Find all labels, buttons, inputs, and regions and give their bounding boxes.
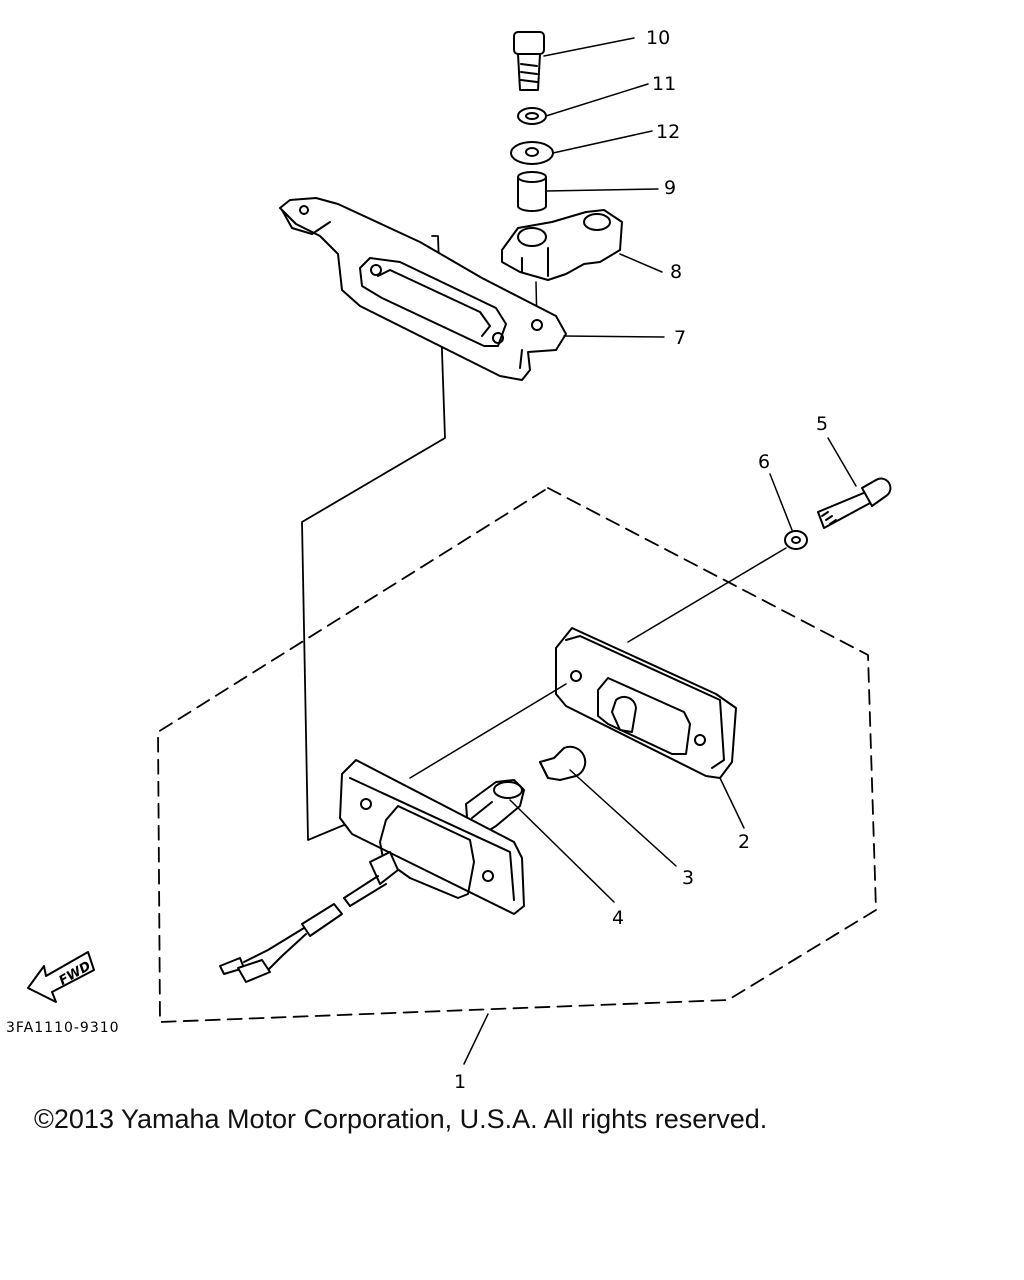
assembly-outline <box>157 487 877 1023</box>
callout-12: 12 <box>656 121 680 143</box>
plain-washer-part-12 <box>510 141 554 165</box>
callout-4: 4 <box>612 907 624 929</box>
lens-part-2 <box>555 627 737 779</box>
callout-6: 6 <box>758 451 770 473</box>
collar-part-9 <box>517 171 547 212</box>
callout-9: 9 <box>664 177 676 199</box>
fwd-arrow-icon <box>27 951 95 1003</box>
callout-5: 5 <box>816 413 828 435</box>
bolt-part-5 <box>817 477 892 529</box>
callout-8: 8 <box>670 261 682 283</box>
callout-11: 11 <box>652 73 676 95</box>
assembly-routing-line <box>301 235 446 841</box>
callout-7: 7 <box>674 327 686 349</box>
parts-diagram: 10 11 12 9 8 7 5 6 2 3 4 1 FWD 3FA1110-9… <box>6 27 892 1093</box>
bolt-part-10 <box>513 31 545 91</box>
callout-1: 1 <box>454 1071 466 1093</box>
lamp-base <box>219 759 525 983</box>
callout-2: 2 <box>738 831 750 853</box>
callout-10: 10 <box>646 27 670 49</box>
socket-part-4 <box>465 779 525 837</box>
washer-part-6 <box>784 530 808 550</box>
copyright-notice: ©2013 Yamaha Motor Corporation, U.S.A. A… <box>34 1104 768 1134</box>
bracket-part-7 <box>279 197 567 381</box>
stay-part-8 <box>501 209 623 281</box>
figure-code: 3FA1110-9310 <box>6 1020 120 1036</box>
bulb-part-3 <box>539 745 587 781</box>
lock-washer-part-11 <box>517 107 547 125</box>
callout-3: 3 <box>682 867 694 889</box>
